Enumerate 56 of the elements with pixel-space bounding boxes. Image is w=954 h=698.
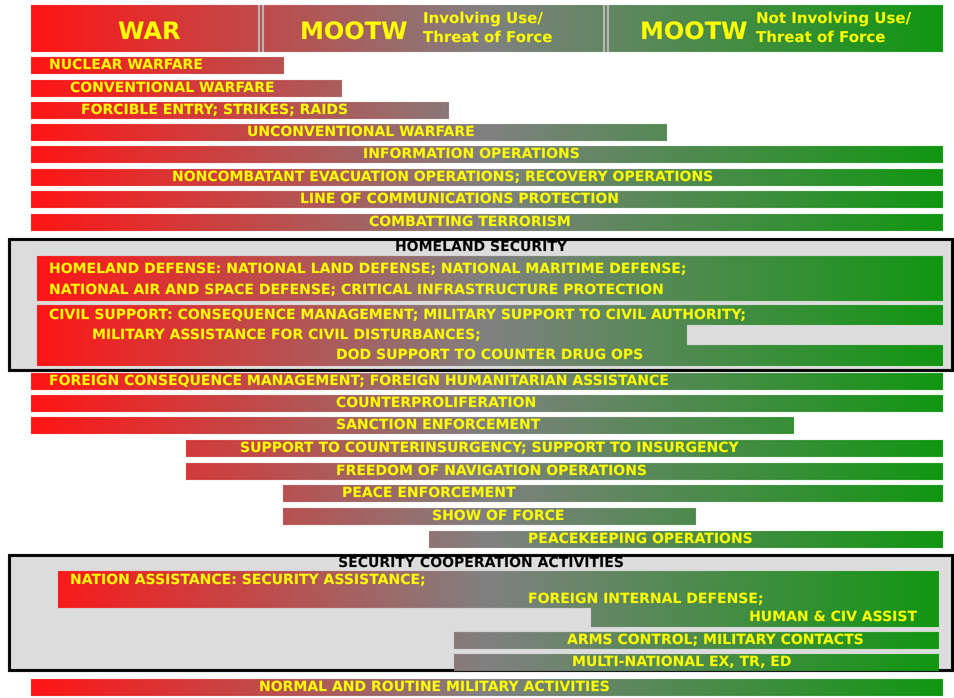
- bar-label: FREEDOM OF NAVIGATION OPERATIONS: [336, 463, 647, 480]
- bar-label: CONVENTIONAL WARFARE: [70, 80, 275, 97]
- bar-label: NATION ASSISTANCE: SECURITY ASSISTANCE;: [70, 572, 426, 589]
- bar-label: SHOW OF FORCE: [432, 508, 564, 525]
- header-subtitle: Involving Use/ Threat of Force: [423, 9, 554, 47]
- spectrum-bar: [283, 508, 696, 525]
- bar-label: MILITARY ASSISTANCE FOR CIVIL DISTURBANCES;: [92, 327, 481, 344]
- spectrum-bar: [186, 440, 943, 457]
- spectrum-bar: [186, 463, 943, 480]
- group-title: HOMELAND SECURITY: [394, 239, 568, 255]
- bar-label: UNCONVENTIONAL WARFARE: [247, 124, 475, 141]
- spectrum-bar: [31, 679, 943, 696]
- spectrum-bar: [31, 191, 943, 208]
- spectrum-bar: [31, 395, 943, 412]
- bar-label: NUCLEAR WARFARE: [49, 57, 203, 74]
- bar-label: COMBATTING TERRORISM: [369, 214, 571, 231]
- spectrum-bar: [454, 632, 939, 649]
- header-title: WAR: [118, 17, 180, 45]
- bar-label: FOREIGN INTERNAL DEFENSE;: [528, 591, 764, 608]
- bar-label: INFORMATION OPERATIONS: [363, 146, 580, 163]
- bar-label: PEACE ENFORCEMENT: [342, 485, 516, 502]
- bar-label: PEACEKEEPING OPERATIONS: [528, 531, 753, 548]
- spectrum-bar: [31, 57, 284, 74]
- bar-label: SANCTION ENFORCEMENT: [336, 417, 540, 434]
- spectrum-bar: [37, 256, 943, 301]
- bar-label: HUMAN & CIV ASSIST: [749, 609, 917, 626]
- spectrum-bar: [31, 124, 667, 141]
- bar-label: CIVIL SUPPORT: CONSEQUENCE MANAGEMENT; MILITARY SUPPORT TO CIVIL AUTHORITY;: [49, 307, 746, 324]
- bar-label: ARMS CONTROL; MILITARY CONTACTS: [567, 632, 864, 649]
- spectrum-bar: [31, 146, 943, 163]
- header-bar: [31, 5, 943, 52]
- spectrum-bar: [429, 531, 943, 548]
- header-title: MOOTW: [300, 17, 408, 45]
- group-title: SECURITY COOPERATION ACTIVITIES: [337, 555, 625, 571]
- bar-label: LINE OF COMMUNICATIONS PROTECTION: [300, 191, 620, 208]
- bar-label: MULTI-NATIONAL EX, TR, ED: [572, 654, 792, 671]
- bar-label: DOD SUPPORT TO COUNTER DRUG OPS: [336, 347, 644, 364]
- spectrum-bar: [454, 654, 939, 671]
- spectrum-bar: [283, 485, 943, 502]
- bar-label: NONCOMBATANT EVACUATION OPERATIONS; RECOVERY OPERATIONS: [172, 169, 714, 186]
- spectrum-bar: [31, 80, 342, 97]
- group-panel: [8, 238, 954, 372]
- bar-label: SUPPORT TO COUNTERINSURGENCY; SUPPORT TO INSURGENCY: [240, 440, 739, 457]
- header-title: MOOTW: [640, 17, 748, 45]
- spectrum-bar: [31, 169, 943, 186]
- bar-label: FORCIBLE ENTRY; STRIKES; RAIDS: [81, 102, 348, 119]
- spectrum-bar: [31, 214, 943, 231]
- bar-label: NORMAL AND ROUTINE MILITARY ACTIVITIES: [259, 679, 610, 696]
- spectrum-bar: [31, 417, 794, 434]
- bar-label: FOREIGN CONSEQUENCE MANAGEMENT; FOREIGN HUMANITARIAN ASSISTANCE: [49, 373, 669, 390]
- bar-label: HOMELAND DEFENSE: NATIONAL LAND DEFENSE; NATIONAL MARITIME DEFENSE; NATIONAL AIR AND SPACE DEFENSE; CRITICAL INFRASTRUCTURE PROTECTION: [49, 260, 688, 300]
- bar-label: COUNTERPROLIFERATION: [336, 395, 536, 412]
- spectrum-bar: [31, 102, 449, 119]
- spectrum-bar: [31, 373, 943, 390]
- group-panel: [8, 554, 954, 672]
- header-subtitle: Not Involving Use/ Threat of Force: [756, 9, 912, 47]
